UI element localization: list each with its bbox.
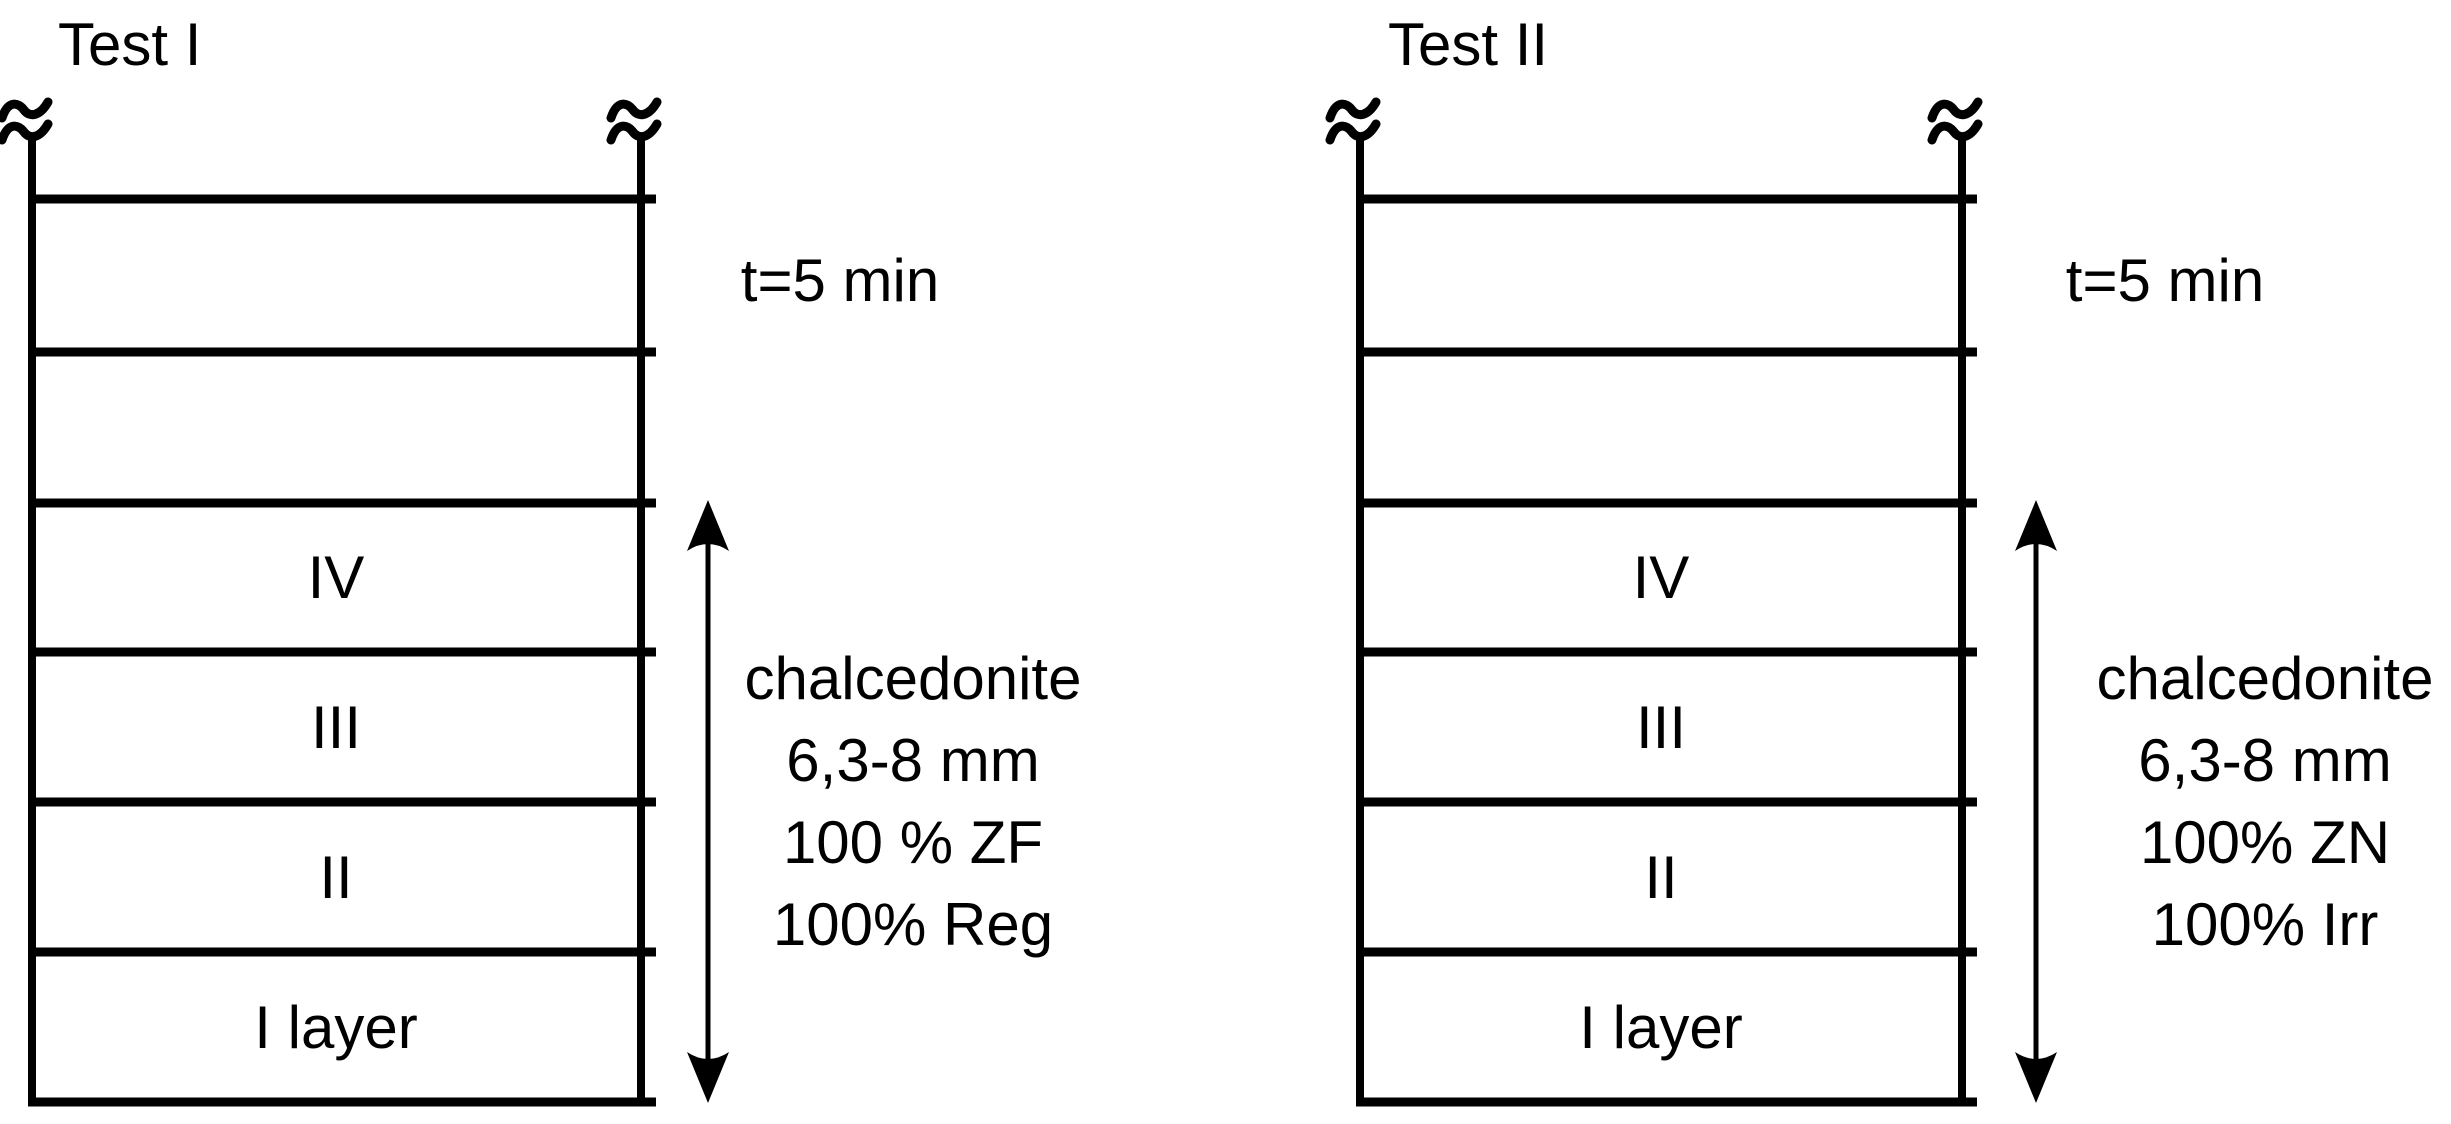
test-2-material-block: chalcedonite 6,3-8 mm 100% ZN 100% Irr	[1995, 638, 2451, 966]
test-1-material-line-2: 6,3-8 mm	[786, 727, 1040, 794]
test-2-row-label-1	[1461, 199, 1861, 352]
column-walls-test-1	[28, 136, 645, 1106]
test-2-material-line-1: chalcedonite	[2096, 645, 2434, 712]
pipe-break-icon	[1927, 97, 1983, 145]
test-1-material-line-4: 100% Reg	[772, 891, 1054, 958]
test-1-title: Test I	[58, 11, 202, 78]
test-2-material-line-2: 6,3-8 mm	[2138, 727, 2392, 794]
test-2-time-label: t=5 min	[2065, 247, 2265, 314]
test-2-row-label-2	[1461, 352, 1861, 503]
test-1-material-line-1: chalcedonite	[744, 645, 1082, 712]
test-2-row-label-III: III	[1635, 693, 1686, 761]
test-1-material-line-3: 100 % ZF	[782, 809, 1044, 876]
test-1-row-label-I: I layer	[254, 993, 418, 1061]
layer-boundary-lines-test-2	[1356, 194, 1977, 1107]
column-walls-test-2	[1356, 136, 1966, 1106]
pipe-break-icon	[606, 97, 662, 145]
test-2-row-label-II: II	[1644, 843, 1678, 911]
pipe-break-icon	[0, 97, 53, 145]
test-2-title: Test II	[1388, 11, 1549, 78]
test-1-row-label-II: II	[319, 843, 353, 911]
test-2-material-line-3: 100% ZN	[2139, 809, 2391, 876]
test-2-material-line-4: 100% Irr	[2151, 891, 2379, 958]
test-1-row-label-III: III	[310, 693, 361, 761]
test-1-material-block: chalcedonite 6,3-8 mm 100 % ZF 100% Reg	[643, 638, 1183, 966]
test-1-row-label-IV: IV	[307, 544, 365, 611]
layer-boundary-lines-test-1	[28, 194, 656, 1107]
test-2-row-label-I: I layer	[1579, 993, 1743, 1061]
pipe-break-icon	[1325, 97, 1381, 145]
test-2-row-label-IV: IV	[1632, 544, 1690, 611]
test-1-row-label-2	[136, 352, 536, 503]
test-1-row-label-1	[136, 199, 536, 352]
test-1-time-label: t=5 min	[740, 247, 940, 314]
